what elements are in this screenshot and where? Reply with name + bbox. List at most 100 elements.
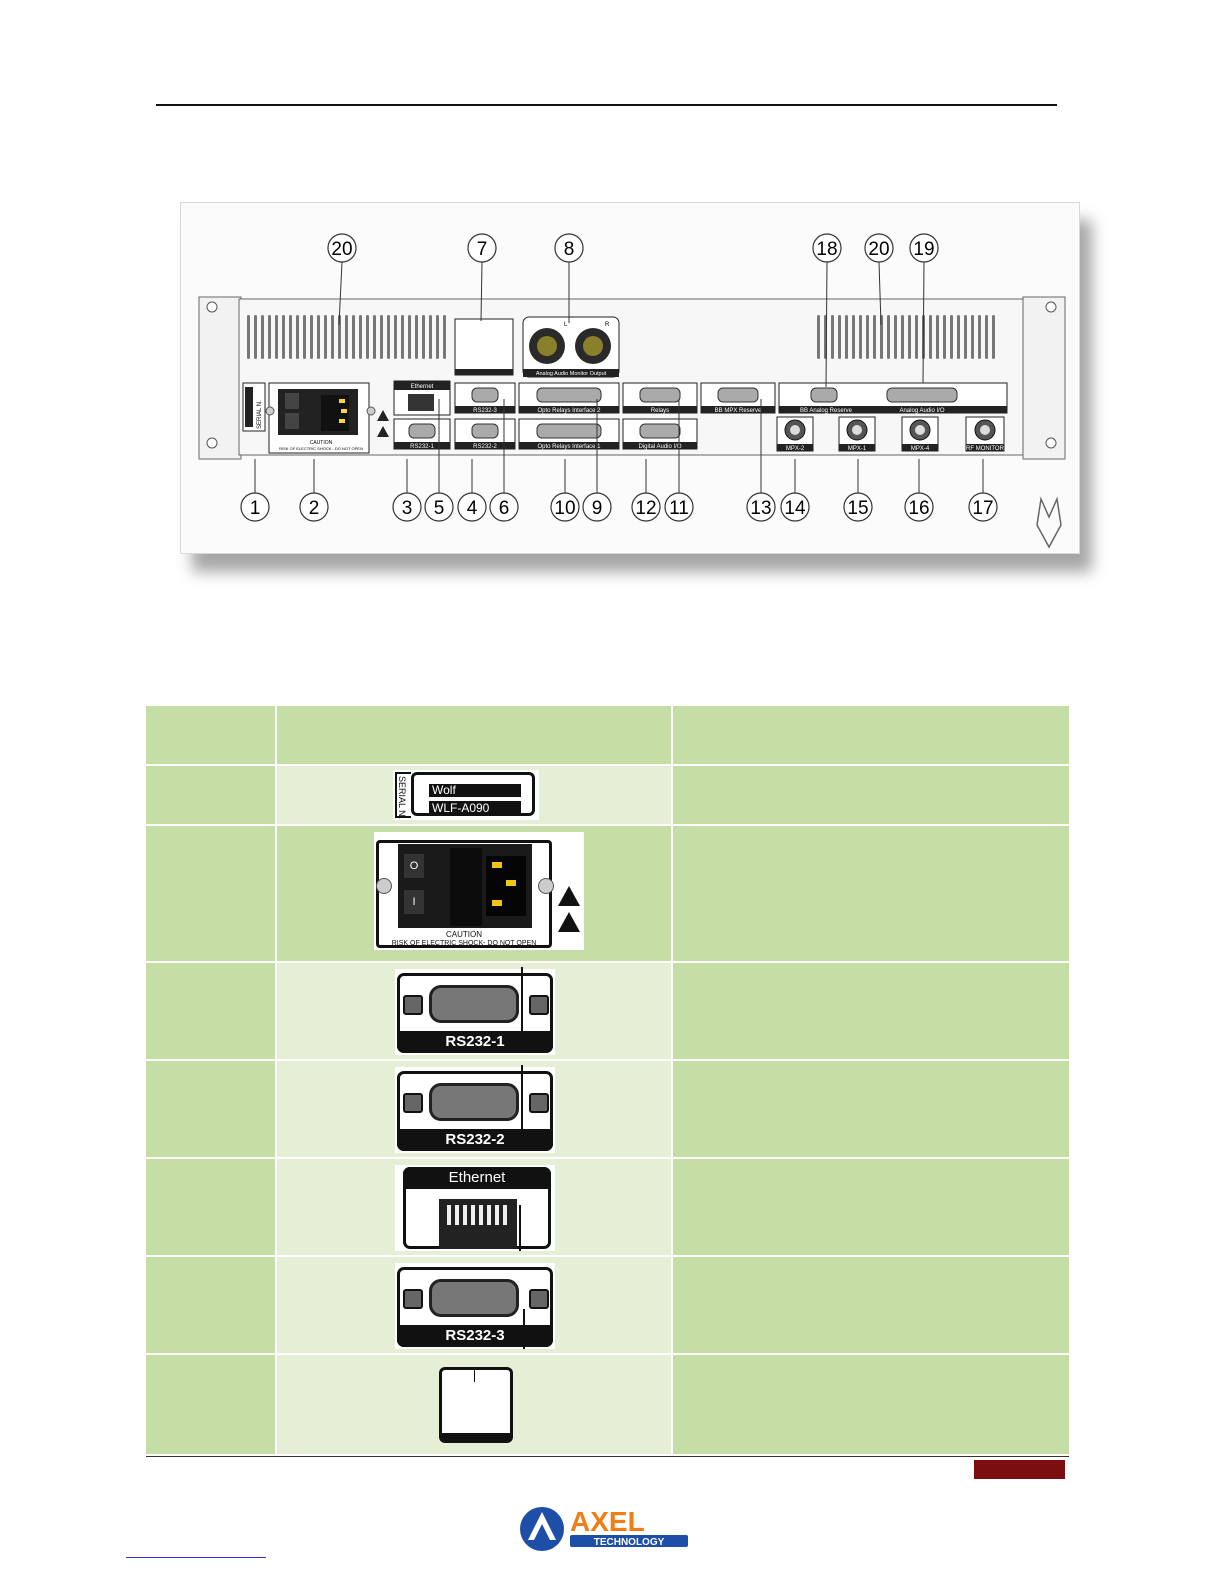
bnc-rf-monitor: RF MONITOR <box>965 416 1005 452</box>
table-row <box>146 1355 275 1454</box>
page-number-tab <box>974 1460 1065 1479</box>
footer-link-underline[interactable] <box>126 1557 266 1558</box>
serial-brand: Wolf <box>429 784 521 797</box>
callout-number-bottom-6: 10 <box>554 498 575 519</box>
callout-circle <box>327 233 357 263</box>
opto-relays-2-port: Opto Relays Interface 2 <box>518 382 620 414</box>
callout-leader-line <box>480 261 483 322</box>
table-row <box>673 1159 1069 1255</box>
callout-circle <box>240 492 270 522</box>
svg-text:BB Analog Reserve: BB Analog Reserve <box>800 408 853 414</box>
callout-circle <box>864 233 894 263</box>
rs232-1-port: RS232-1 <box>393 418 451 450</box>
blank-plate <box>454 318 514 376</box>
bnc-mpx2: MPX-2 <box>776 416 814 452</box>
callout-number-bottom-0: 1 <box>250 498 261 519</box>
rear-panel-figure: SERIAL N. CAUTION RISK OF ELECTRIC SHOCK… <box>180 202 1080 554</box>
callout-number-bottom-8: 12 <box>635 498 656 519</box>
panel-serial-label: SERIAL N. <box>257 400 263 429</box>
left-vents <box>247 315 446 359</box>
callout-circle <box>554 233 584 263</box>
xlr-monitor-output: L R Analog Audio Monitor Output <box>522 316 620 378</box>
bb-mpx-reserve-port: BB MPX Reserve <box>700 382 776 414</box>
table-row: SERIAL N. Wolf WLF-A090 <box>277 766 671 824</box>
power-inlet-thumb: O I CAUTION RISK OF ELECTRIC SHOCK- DO N… <box>374 832 584 950</box>
table-row <box>146 1061 275 1157</box>
callout-number-top-3: 18 <box>816 239 837 260</box>
table-row <box>673 1061 1069 1157</box>
table-row <box>673 826 1069 961</box>
svg-text:Analog Audio Monitor Output: Analog Audio Monitor Output <box>536 371 607 377</box>
callout-number-bottom-7: 9 <box>592 498 603 519</box>
callout-number-bottom-1: 2 <box>309 498 320 519</box>
table-row <box>673 963 1069 1059</box>
svg-text:Opto Relays Interface 2: Opto Relays Interface 2 <box>537 408 601 414</box>
table-row <box>673 766 1069 824</box>
rs232-3-label: RS232-3 <box>397 1325 553 1347</box>
table-header-cell <box>673 706 1069 764</box>
callout-number-top-1: 7 <box>477 239 488 260</box>
rs232-1-label: RS232-1 <box>397 1031 553 1053</box>
callout-leader-line <box>825 261 828 388</box>
table-row <box>673 1355 1069 1454</box>
rs232-3-thumb: RS232-3 <box>395 1263 555 1349</box>
callout-number-bottom-2: 3 <box>402 498 413 519</box>
right-rack-ear <box>1022 296 1066 460</box>
serial-side-text: SERIAL N. <box>397 776 407 820</box>
rs232-2-thumb: RS232-2 <box>395 1065 555 1153</box>
callout-circle <box>746 492 776 522</box>
svg-text:MPX-2: MPX-2 <box>786 446 805 452</box>
callout-number-bottom-3: 5 <box>434 498 445 519</box>
callout-circle <box>424 492 454 522</box>
wolf-logo-icon <box>1036 496 1062 549</box>
table-row: O I CAUTION RISK OF ELECTRIC SHOCK- DO N… <box>277 826 671 961</box>
callout-number-top-4: 20 <box>868 239 889 260</box>
callout-number-bottom-10: 13 <box>750 498 771 519</box>
panel-ethernet-label: Ethernet <box>411 384 434 390</box>
screw-icon <box>538 878 554 894</box>
svg-text:Digital Audio I/O: Digital Audio I/O <box>638 444 681 450</box>
table-row <box>146 766 275 824</box>
callout-circle <box>582 492 612 522</box>
table-row <box>146 963 275 1059</box>
callout-number-bottom-9: 11 <box>669 498 689 519</box>
footer-rule <box>146 1456 1069 1457</box>
callout-circle <box>664 492 694 522</box>
callout-circle <box>489 492 519 522</box>
callout-circle <box>904 492 934 522</box>
rs232-2-port: RS232-2 <box>454 418 516 450</box>
logo-word: AXEL <box>570 1506 645 1537</box>
callout-circle <box>299 492 329 522</box>
callout-circle <box>909 233 939 263</box>
logo-sub: TECHNOLOGY <box>594 1537 665 1548</box>
svg-text:R: R <box>605 322 610 328</box>
table-row: Ethernet <box>277 1159 671 1255</box>
callout-leader-line <box>338 261 343 326</box>
svg-text:BB MPX Reserve: BB MPX Reserve <box>715 408 762 414</box>
blank-plate-thumb <box>439 1367 513 1443</box>
ethernet-label: Ethernet <box>403 1167 551 1189</box>
table-row <box>673 1257 1069 1353</box>
callout-circle <box>968 492 998 522</box>
callout-number-bottom-12: 15 <box>847 498 868 519</box>
callout-circle <box>550 492 580 522</box>
table-row <box>146 1159 275 1255</box>
right-vents <box>817 315 995 359</box>
warning-high-voltage-icon <box>558 886 580 906</box>
table-header-cell <box>277 706 671 764</box>
callout-circle <box>631 492 661 522</box>
table-header-cell <box>146 706 275 764</box>
left-rack-ear <box>198 296 242 460</box>
rs232-1-thumb: RS232-1 <box>395 967 555 1055</box>
panel-caution: CAUTION <box>310 440 333 446</box>
rear-panel-drawing: SERIAL N. CAUTION RISK OF ELECTRIC SHOCK… <box>198 233 1066 549</box>
callout-number-bottom-11: 14 <box>784 498 806 519</box>
svg-text:Relays: Relays <box>651 408 669 414</box>
table-row <box>146 826 275 961</box>
power-caution-heading: CAUTION <box>446 930 482 939</box>
svg-text:L: L <box>564 322 568 328</box>
callout-circle <box>843 492 873 522</box>
serial-label-thumb: SERIAL N. Wolf WLF-A090 <box>393 770 539 820</box>
rs232-2-label: RS232-2 <box>397 1129 553 1151</box>
